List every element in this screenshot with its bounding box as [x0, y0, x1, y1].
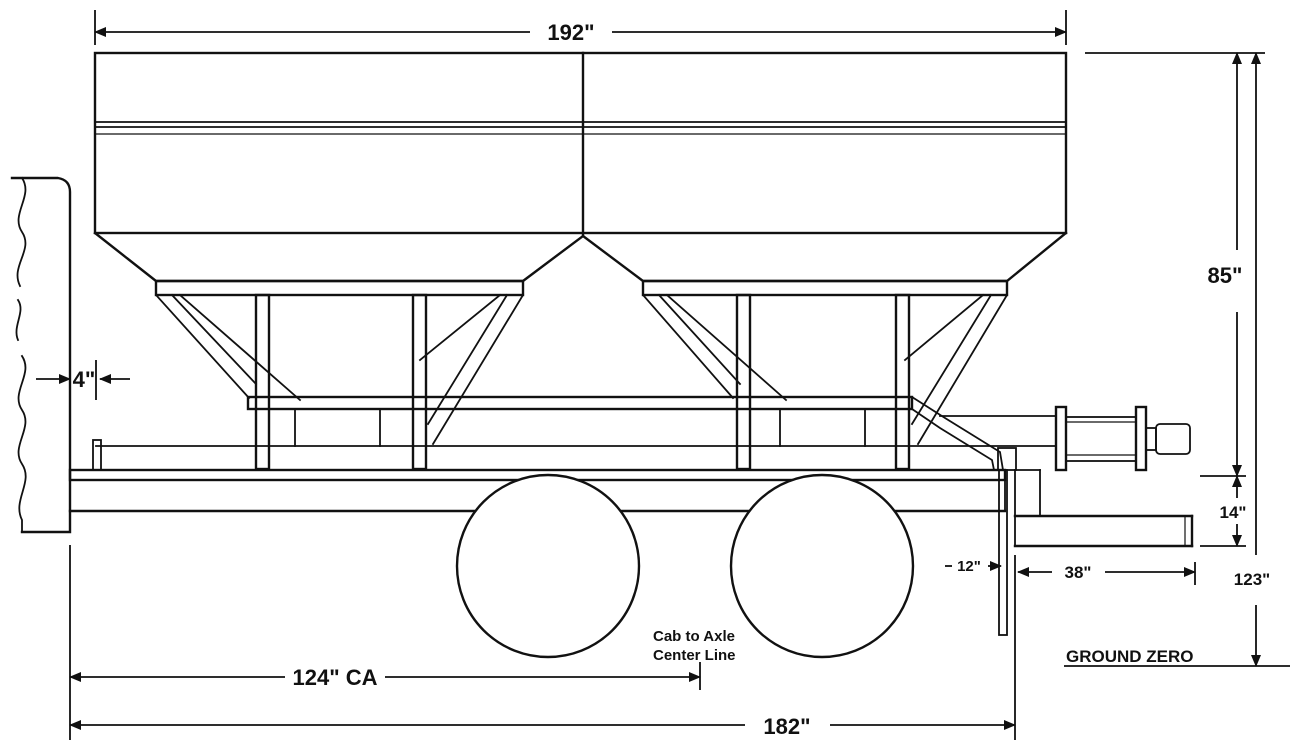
hopper-tanks	[93, 51, 1068, 283]
dim-length-38: 38"	[1017, 562, 1196, 585]
ground-zero: GROUND ZERO	[1064, 647, 1290, 667]
dim-width-192: 192"	[94, 10, 1067, 45]
dim-cab-to-axle: 124" CA Cab to Axle Center Line	[69, 545, 736, 740]
ca-note-line2: Center Line	[653, 647, 736, 664]
dim-length-12: 12"	[945, 558, 1002, 575]
label-123: 123"	[1234, 570, 1270, 589]
label-182: 182"	[763, 714, 810, 739]
right-hopper-frame	[641, 279, 1009, 471]
label-4: 4"	[73, 367, 96, 392]
label-85: 85"	[1208, 263, 1243, 288]
label-12: 12"	[957, 558, 981, 575]
left-hopper-frame	[154, 279, 525, 471]
truck-cab	[10, 176, 72, 534]
conveyor-assembly	[92, 395, 1057, 472]
label-38: 38"	[1065, 563, 1092, 582]
label-14: 14"	[1220, 503, 1247, 522]
label-192: 192"	[547, 20, 594, 45]
ca-note-line1: Cab to Axle	[653, 628, 735, 645]
label-ground-zero: GROUND ZERO	[1066, 647, 1194, 666]
dim-length-182: 182"	[69, 555, 1016, 740]
label-124-ca: 124" CA	[292, 665, 377, 690]
dim-height-123: 123"	[1234, 52, 1270, 667]
dim-height-14: 14"	[1200, 475, 1247, 547]
rear-wheel	[729, 473, 915, 659]
dim-clearance-4: 4"	[36, 360, 130, 400]
rear-wheels	[455, 473, 915, 659]
drive-motor	[1054, 405, 1191, 472]
front-wheel	[455, 473, 641, 659]
dim-height-85: 85"	[1085, 52, 1265, 477]
